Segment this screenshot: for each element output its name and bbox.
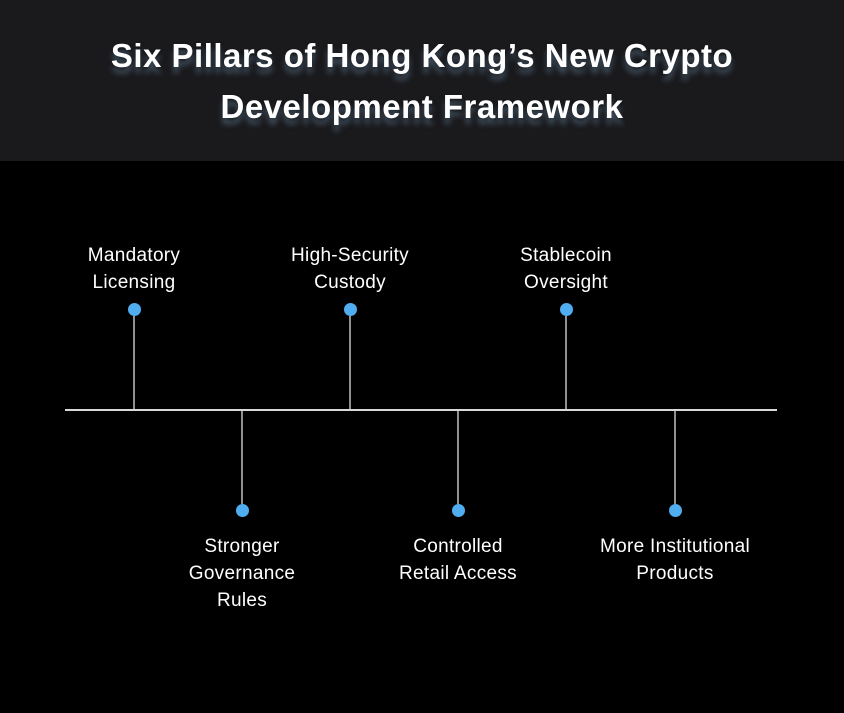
pillar-label: High-Security Custody (291, 245, 409, 293)
connector-line (565, 316, 567, 409)
timeline-axis (65, 409, 777, 411)
timeline-dot (451, 504, 465, 517)
connector-line (133, 316, 135, 409)
timeline-dot (343, 303, 357, 316)
pillar-label: Stronger Governance Rules (188, 536, 296, 611)
timeline-dot (559, 303, 573, 316)
connector-line (457, 411, 459, 504)
connector-line (349, 316, 351, 409)
timeline-dot (235, 504, 249, 517)
pillar-label: Mandatory Licensing (87, 245, 181, 293)
pillar-label: Controlled Retail Access (399, 536, 517, 584)
timeline-area: Mandatory Licensing Stronger Governance … (0, 161, 844, 713)
title-line-1: Six Pillars of Hong Kong’s New Crypto (110, 36, 734, 74)
timeline-dot (668, 504, 682, 517)
pillar-label: Stablecoin Oversight (520, 245, 612, 293)
connector-line (674, 411, 676, 504)
title-line-2: Development Framework (220, 87, 624, 125)
connector-line (241, 411, 243, 504)
pillar-label: More Institutional Products (599, 536, 751, 584)
timeline-dot (127, 303, 141, 316)
